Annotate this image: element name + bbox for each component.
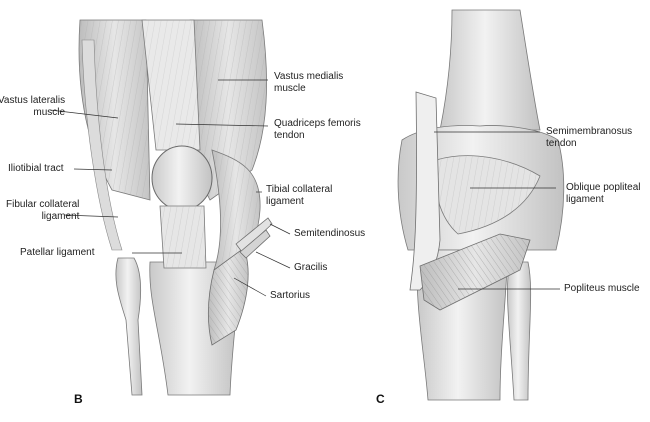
label-oblique-popliteal: Oblique popliteal ligament — [566, 182, 641, 205]
label-tibial-collateral: Tibial collateral ligament — [266, 184, 333, 207]
label-patellar-ligament: Patellar ligament — [20, 247, 95, 258]
leader-quadriceps — [175, 123, 269, 127]
semitendinosus-shape — [235, 217, 273, 253]
panel-letter-c: C — [376, 392, 385, 406]
gracilis-shape — [239, 229, 271, 259]
panel-letter-b: B — [74, 392, 83, 406]
vastus-medialis-fibers — [190, 20, 267, 200]
label-semitendinosus: Semitendinosus — [294, 228, 366, 239]
anterior-knee-view — [78, 19, 273, 396]
leader-sartorius — [233, 277, 267, 297]
patella — [151, 145, 213, 211]
label-sartorius: Sartorius — [270, 290, 311, 301]
semimembranosus-shape — [409, 91, 441, 291]
label-semimembranosus: Semimembranosus tendon — [546, 126, 633, 149]
femur-c — [439, 9, 541, 131]
iliotibial-tract-shape — [81, 39, 123, 251]
leader-semitendinosus — [269, 223, 291, 235]
leader-vastus-lateralis — [49, 109, 119, 119]
leader-lines — [49, 79, 560, 297]
fibula-b — [115, 257, 143, 396]
fibula-c — [507, 261, 532, 401]
leader-gracilis — [255, 251, 291, 269]
leader-fibular-collateral — [63, 214, 119, 218]
posterior-knee-view — [397, 9, 565, 401]
label-popliteus: Popliteus muscle — [564, 283, 640, 294]
label-gracilis: Gracilis — [294, 262, 328, 273]
label-fibular-collateral: Fibular collateral ligament — [6, 199, 80, 222]
leader-iliotibial — [73, 168, 113, 171]
label-quadriceps-tendon: Quadriceps femoris tendon — [274, 118, 361, 141]
label-vastus-lateralis: Vastus lateralis muscle — [0, 95, 66, 118]
label-vastus-medialis: Vastus medialis muscle — [274, 71, 344, 94]
label-iliotibial-tract: Iliotibial tract — [8, 163, 64, 174]
